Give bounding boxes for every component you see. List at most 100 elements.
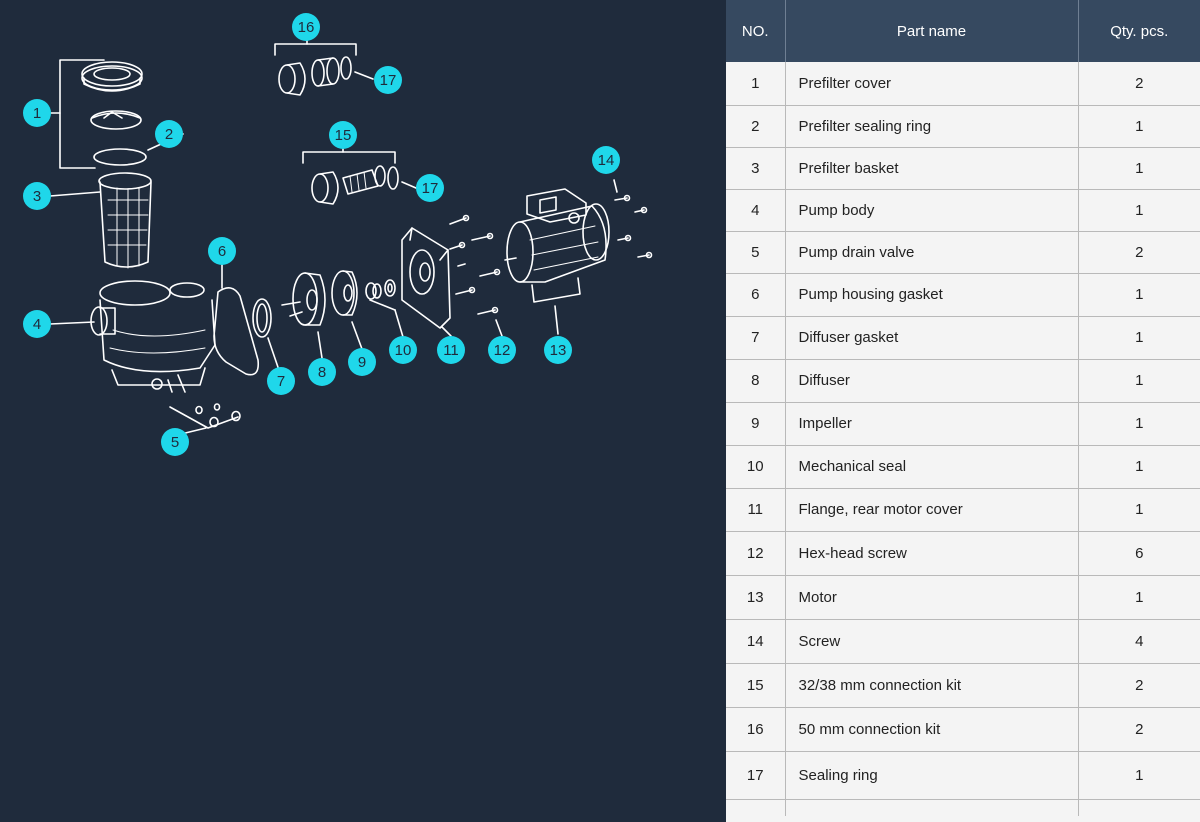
header-no: NO.	[726, 0, 785, 62]
drain-valve-part	[195, 403, 241, 428]
mechanical-seal-part	[365, 279, 396, 300]
row-no: 9	[726, 401, 785, 445]
callout-5: 5	[161, 428, 189, 456]
prefilter-cover-part	[81, 61, 143, 130]
svg-text:17: 17	[380, 72, 397, 89]
callout-6: 6	[208, 237, 236, 265]
row-part-name: Sealing ring	[784, 750, 1078, 799]
row-qty: 1	[1077, 444, 1200, 488]
svg-text:11: 11	[443, 342, 459, 359]
svg-text:10: 10	[395, 342, 412, 359]
svg-text:4: 4	[33, 316, 41, 333]
row-part-name: Pump drain valve	[784, 230, 1078, 273]
housing-gasket-part	[213, 287, 260, 376]
row-part-name: 32/38 mm connection kit	[784, 662, 1078, 707]
connection-kit-50-part	[278, 56, 352, 96]
exploded-diagram: 1 2 3 4 5 6 7 8 9 10 11 12 13 14 15 16 1…	[23, 13, 653, 456]
svg-text:3: 3	[33, 188, 41, 205]
header-qty: Qty. pcs.	[1077, 0, 1200, 62]
row-no: 17	[726, 750, 785, 799]
row-qty: 1	[1077, 574, 1200, 619]
flange-part	[401, 227, 451, 329]
row-no: 3	[726, 146, 785, 189]
callout-7: 7	[267, 367, 295, 395]
row-part-name: Prefilter basket	[784, 146, 1078, 189]
pump-body-part	[90, 280, 216, 393]
callout-8: 8	[308, 358, 336, 386]
row-part-name: Prefilter sealing ring	[784, 104, 1078, 147]
row-no: 15	[726, 662, 785, 707]
row-qty: 1	[1077, 401, 1200, 445]
hex-screws-part	[449, 214, 501, 315]
svg-text:7: 7	[277, 373, 285, 390]
pump-exploded-view: 1 2 3 4 5 6 7 8 9 10 11 12 13 14 15 16 1…	[23, 13, 653, 456]
svg-text:9: 9	[358, 354, 366, 371]
row-qty: 6	[1077, 530, 1200, 575]
table-header-row: NO. Part name Qty. pcs.	[726, 0, 1200, 62]
svg-text:5: 5	[171, 434, 179, 451]
row-no: 7	[726, 315, 785, 359]
callout-9: 9	[348, 348, 376, 376]
row-qty: 1	[1077, 750, 1200, 799]
callout-17-top: 17	[374, 66, 402, 94]
row-part-name: Pump body	[784, 188, 1078, 231]
leader-lines	[49, 40, 618, 436]
row-part-name: Prefilter cover	[784, 62, 1078, 105]
row-no: 6	[726, 272, 785, 316]
callout-11: 11	[437, 336, 465, 364]
svg-text:13: 13	[550, 342, 567, 359]
prefilter-basket-part	[98, 172, 152, 269]
row-no: 10	[726, 444, 785, 488]
row-qty: 2	[1077, 62, 1200, 105]
row-no: 2	[726, 104, 785, 147]
callout-3: 3	[23, 182, 51, 210]
motor-screws-part	[614, 194, 653, 259]
row-qty: 1	[1077, 487, 1200, 531]
svg-text:16: 16	[298, 19, 315, 36]
row-no: 11	[726, 487, 785, 531]
callout-13: 13	[544, 336, 572, 364]
row-no: 8	[726, 358, 785, 402]
row-part-name: Screw	[784, 618, 1078, 663]
callout-14: 14	[592, 146, 620, 174]
callout-15: 15	[329, 121, 357, 149]
row-qty: 1	[1077, 272, 1200, 316]
svg-text:8: 8	[318, 364, 326, 381]
row-qty: 1	[1077, 104, 1200, 147]
diffuser-gasket-part	[252, 298, 272, 338]
row-no: 4	[726, 188, 785, 231]
callout-16: 16	[292, 13, 320, 41]
callout-12: 12	[488, 336, 516, 364]
header-part-name: Part name	[784, 0, 1078, 62]
callouts: 1 2 3 4 5 6 7 8 9 10 11 12 13 14 15 16 1…	[23, 13, 620, 456]
impeller-part	[331, 270, 358, 316]
diffuser-part	[281, 272, 326, 326]
connection-kit-32-38-part	[311, 165, 399, 205]
callout-10: 10	[389, 336, 417, 364]
row-qty: 1	[1077, 358, 1200, 402]
row-no: 16	[726, 706, 785, 751]
row-part-name: Hex-head screw	[784, 530, 1078, 575]
callout-1: 1	[23, 99, 51, 127]
row-no: 1	[751, 74, 760, 92]
svg-text:12: 12	[494, 342, 511, 359]
row-part-name: Diffuser gasket	[784, 315, 1078, 359]
row-qty: 1	[1077, 188, 1200, 231]
